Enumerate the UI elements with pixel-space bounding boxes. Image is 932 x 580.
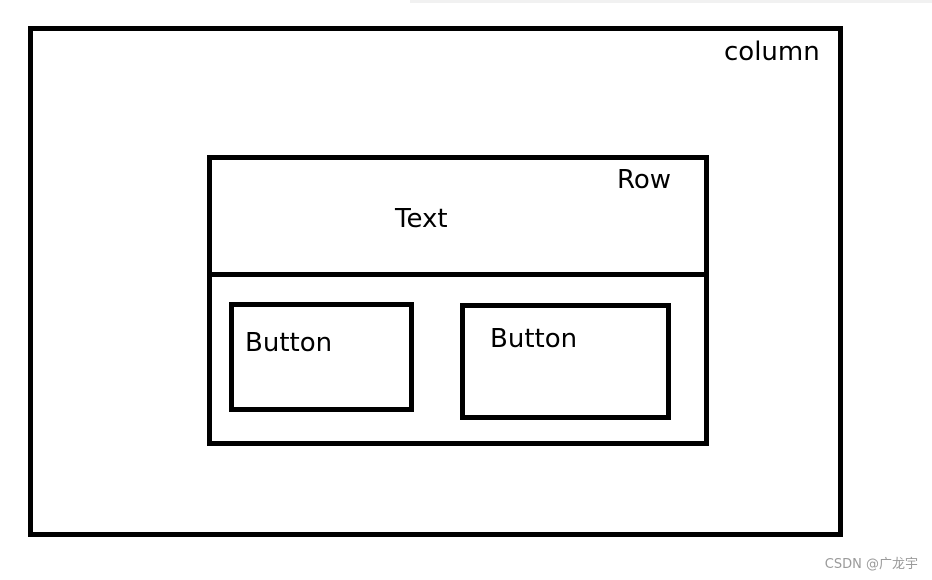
button-left-label: Button: [245, 328, 333, 358]
watermark: CSDN @广龙宇: [824, 557, 918, 572]
row-label: Row: [617, 165, 672, 195]
text-label: Text: [395, 204, 448, 234]
column-container: [28, 26, 843, 537]
row-container: [207, 155, 709, 446]
button-right-label: Button: [490, 324, 578, 354]
button-left-box: [229, 302, 414, 412]
row-divider: [207, 272, 709, 277]
column-label: column: [724, 37, 820, 67]
button-right-box: [460, 303, 671, 420]
top-shade: [410, 0, 932, 3]
